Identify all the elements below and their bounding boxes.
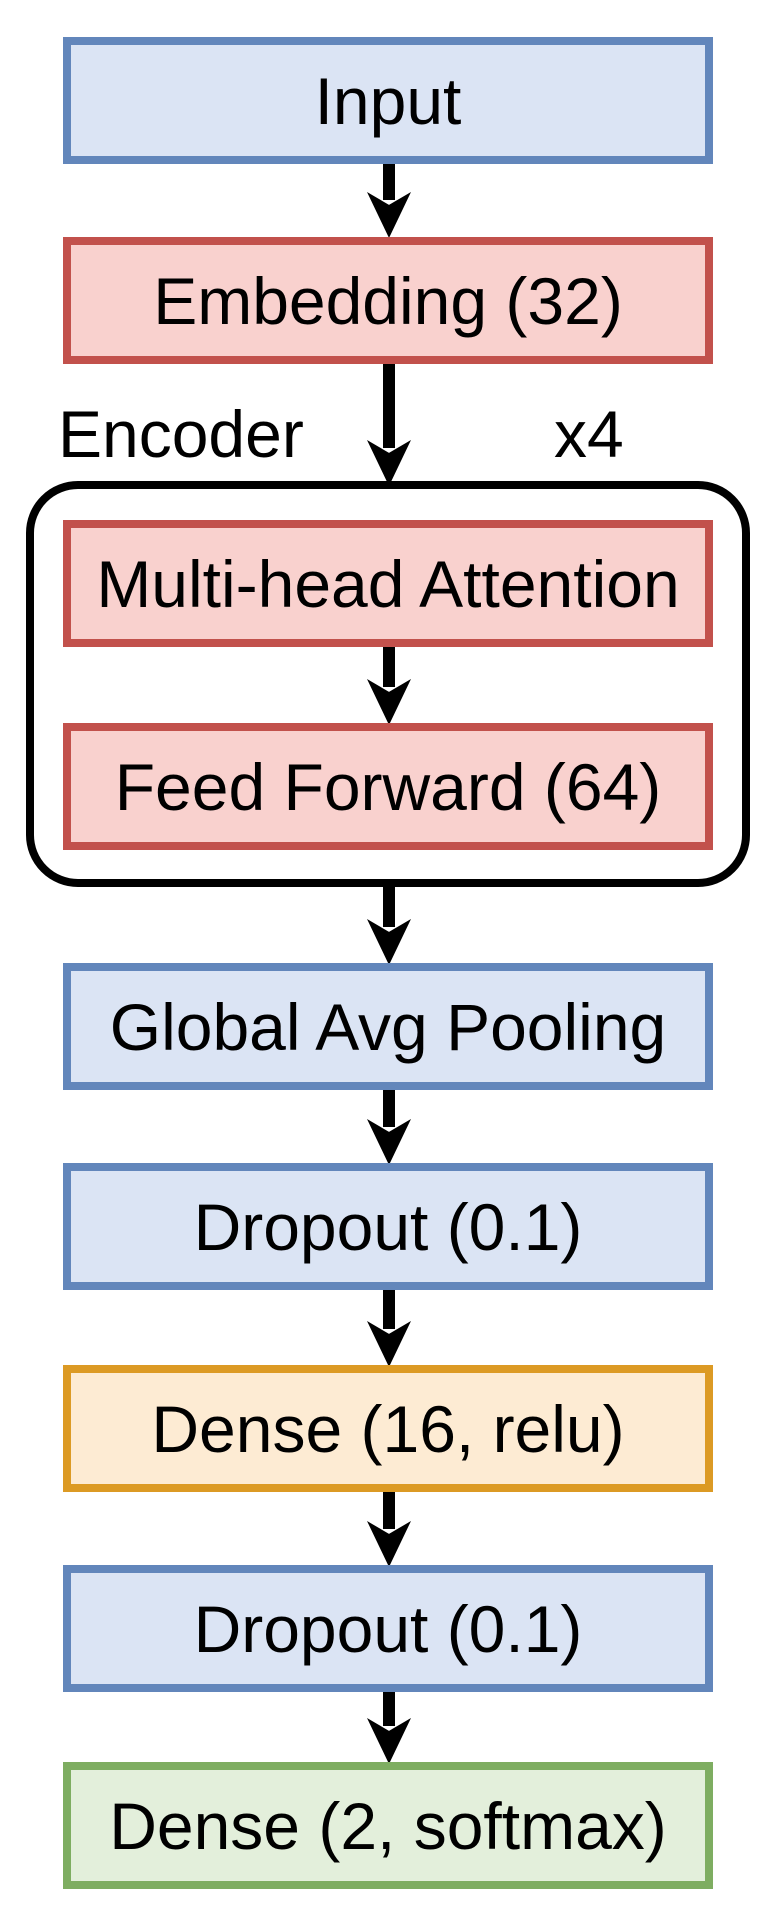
- arrow-stem: [383, 647, 395, 687]
- arrow-stem: [383, 1692, 395, 1726]
- arrow-stem: [383, 1492, 395, 1529]
- arrow-down-icon: [367, 1290, 411, 1367]
- encoder-block-outline: [26, 481, 750, 887]
- arrow-stem: [383, 164, 395, 200]
- arrow-down-icon: [367, 647, 411, 725]
- arrow-stem: [383, 885, 395, 927]
- arrow-down-icon: [367, 164, 411, 238]
- arrow-down-icon: [367, 364, 411, 486]
- node-global-avg-pooling: Global Avg Pooling: [63, 963, 713, 1090]
- node-embedding: Embedding (32): [63, 237, 713, 364]
- node-multi-head-attention: Multi-head Attention: [63, 520, 713, 647]
- node-embedding-label: Embedding (32): [153, 263, 623, 338]
- arrow-stem: [383, 1290, 395, 1329]
- arrow-stem: [383, 1090, 395, 1127]
- node-dense-relu-label: Dense (16, relu): [151, 1391, 625, 1466]
- node-dense-softmax-label: Dense (2, softmax): [109, 1788, 667, 1863]
- node-feed-forward-label: Feed Forward (64): [114, 749, 662, 824]
- arrow-stem: [383, 364, 395, 448]
- arrow-down-icon: [367, 1090, 411, 1165]
- arrow-down-icon: [367, 1692, 411, 1764]
- repeat-count-label: x4: [554, 397, 624, 471]
- node-global-avg-pooling-label: Global Avg Pooling: [109, 989, 667, 1064]
- node-input: Input: [63, 37, 713, 164]
- node-dropout-2: Dropout (0.1): [63, 1565, 713, 1692]
- node-dropout-1-label: Dropout (0.1): [193, 1189, 583, 1264]
- encoder-label: Encoder: [58, 397, 304, 471]
- node-input-label: Input: [314, 63, 462, 138]
- node-feed-forward: Feed Forward (64): [63, 723, 713, 850]
- node-dense-softmax: Dense (2, softmax): [63, 1762, 713, 1889]
- arrow-down-icon: [367, 885, 411, 965]
- node-dropout-2-label: Dropout (0.1): [193, 1591, 583, 1666]
- node-multi-head-attention-label: Multi-head Attention: [96, 546, 680, 621]
- node-dense-relu: Dense (16, relu): [63, 1365, 713, 1492]
- arrow-down-icon: [367, 1492, 411, 1567]
- node-dropout-1: Dropout (0.1): [63, 1163, 713, 1290]
